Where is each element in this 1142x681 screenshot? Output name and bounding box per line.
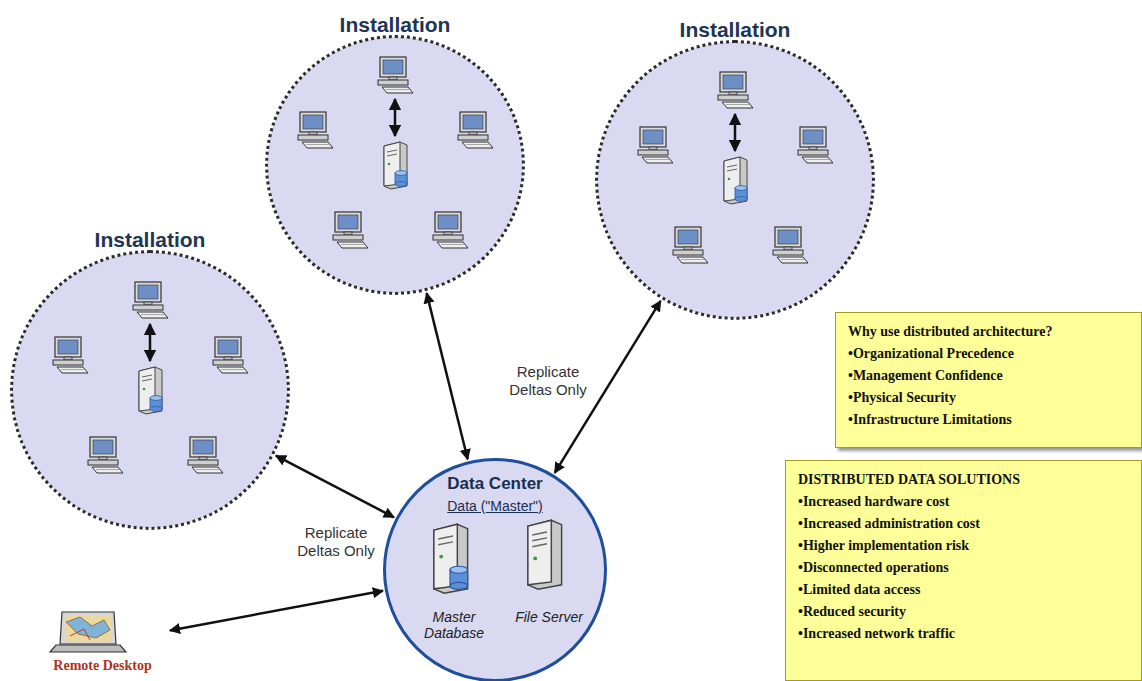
bullet-item: •Organizational Precedence [848, 343, 1131, 365]
note-box: DISTRIBUTED DATA SOLUTIONS•Increased har… [785, 460, 1142, 681]
datacenter-circle: Data CenterData ("Master") Master Databas… [383, 458, 607, 681]
bullet-item: •Limited data access [798, 579, 1131, 601]
installation-icons [638, 72, 833, 263]
bullet-item: •Increased network traffic [798, 623, 1131, 645]
group-heading: Installation [340, 13, 451, 37]
replication-arrow [427, 293, 468, 459]
icon-label: Remote Desktop [37, 658, 168, 674]
bullet-item: •Reduced security [798, 601, 1131, 623]
node-title: Data Center [386, 474, 604, 494]
installation-icons [53, 282, 248, 473]
icon-label: File Server [504, 609, 594, 625]
installation-circle: Installation [595, 40, 875, 320]
database-server-icon [434, 524, 468, 593]
group-heading: Installation [95, 228, 206, 252]
replication-arrow [276, 456, 394, 518]
note-box: Why use distributed architecture?•Organi… [835, 312, 1142, 448]
bullet-item: •Infrastructure Limitations [848, 409, 1131, 431]
installation-circle: Installation [10, 250, 290, 530]
note-heading: DISTRIBUTED DATA SOLUTIONS [798, 469, 1131, 491]
installation-circle: Installation [265, 35, 525, 295]
edge-label: Replicate Deltas Only [500, 362, 596, 400]
group-heading: Installation [680, 18, 791, 42]
icon-label: Master Database [408, 609, 500, 641]
replication-arrow [170, 591, 383, 631]
note-heading: Why use distributed architecture? [848, 321, 1131, 343]
installation-ground [12, 252, 288, 528]
installation-ground [597, 42, 873, 318]
installation-ground [267, 37, 523, 293]
bullet-item: •Increased hardware cost [798, 491, 1131, 513]
installation-icons [298, 57, 493, 248]
edge-label: Replicate Deltas Only [290, 523, 382, 561]
datacenter-ground [385, 460, 605, 680]
laptop-icon [50, 612, 126, 652]
bullet-item: •Higher implementation risk [798, 535, 1131, 557]
remote-desktop: Remote Desktop [37, 612, 168, 674]
bullet-item: •Increased administration cost [798, 513, 1131, 535]
bullet-item: •Disconnected operations [798, 557, 1131, 579]
bullet-item: •Physical Security [848, 387, 1131, 409]
file-server-icon [528, 520, 562, 589]
bullet-item: •Management Confidence [848, 365, 1131, 387]
node-subtitle: Data ("Master") [386, 498, 604, 514]
